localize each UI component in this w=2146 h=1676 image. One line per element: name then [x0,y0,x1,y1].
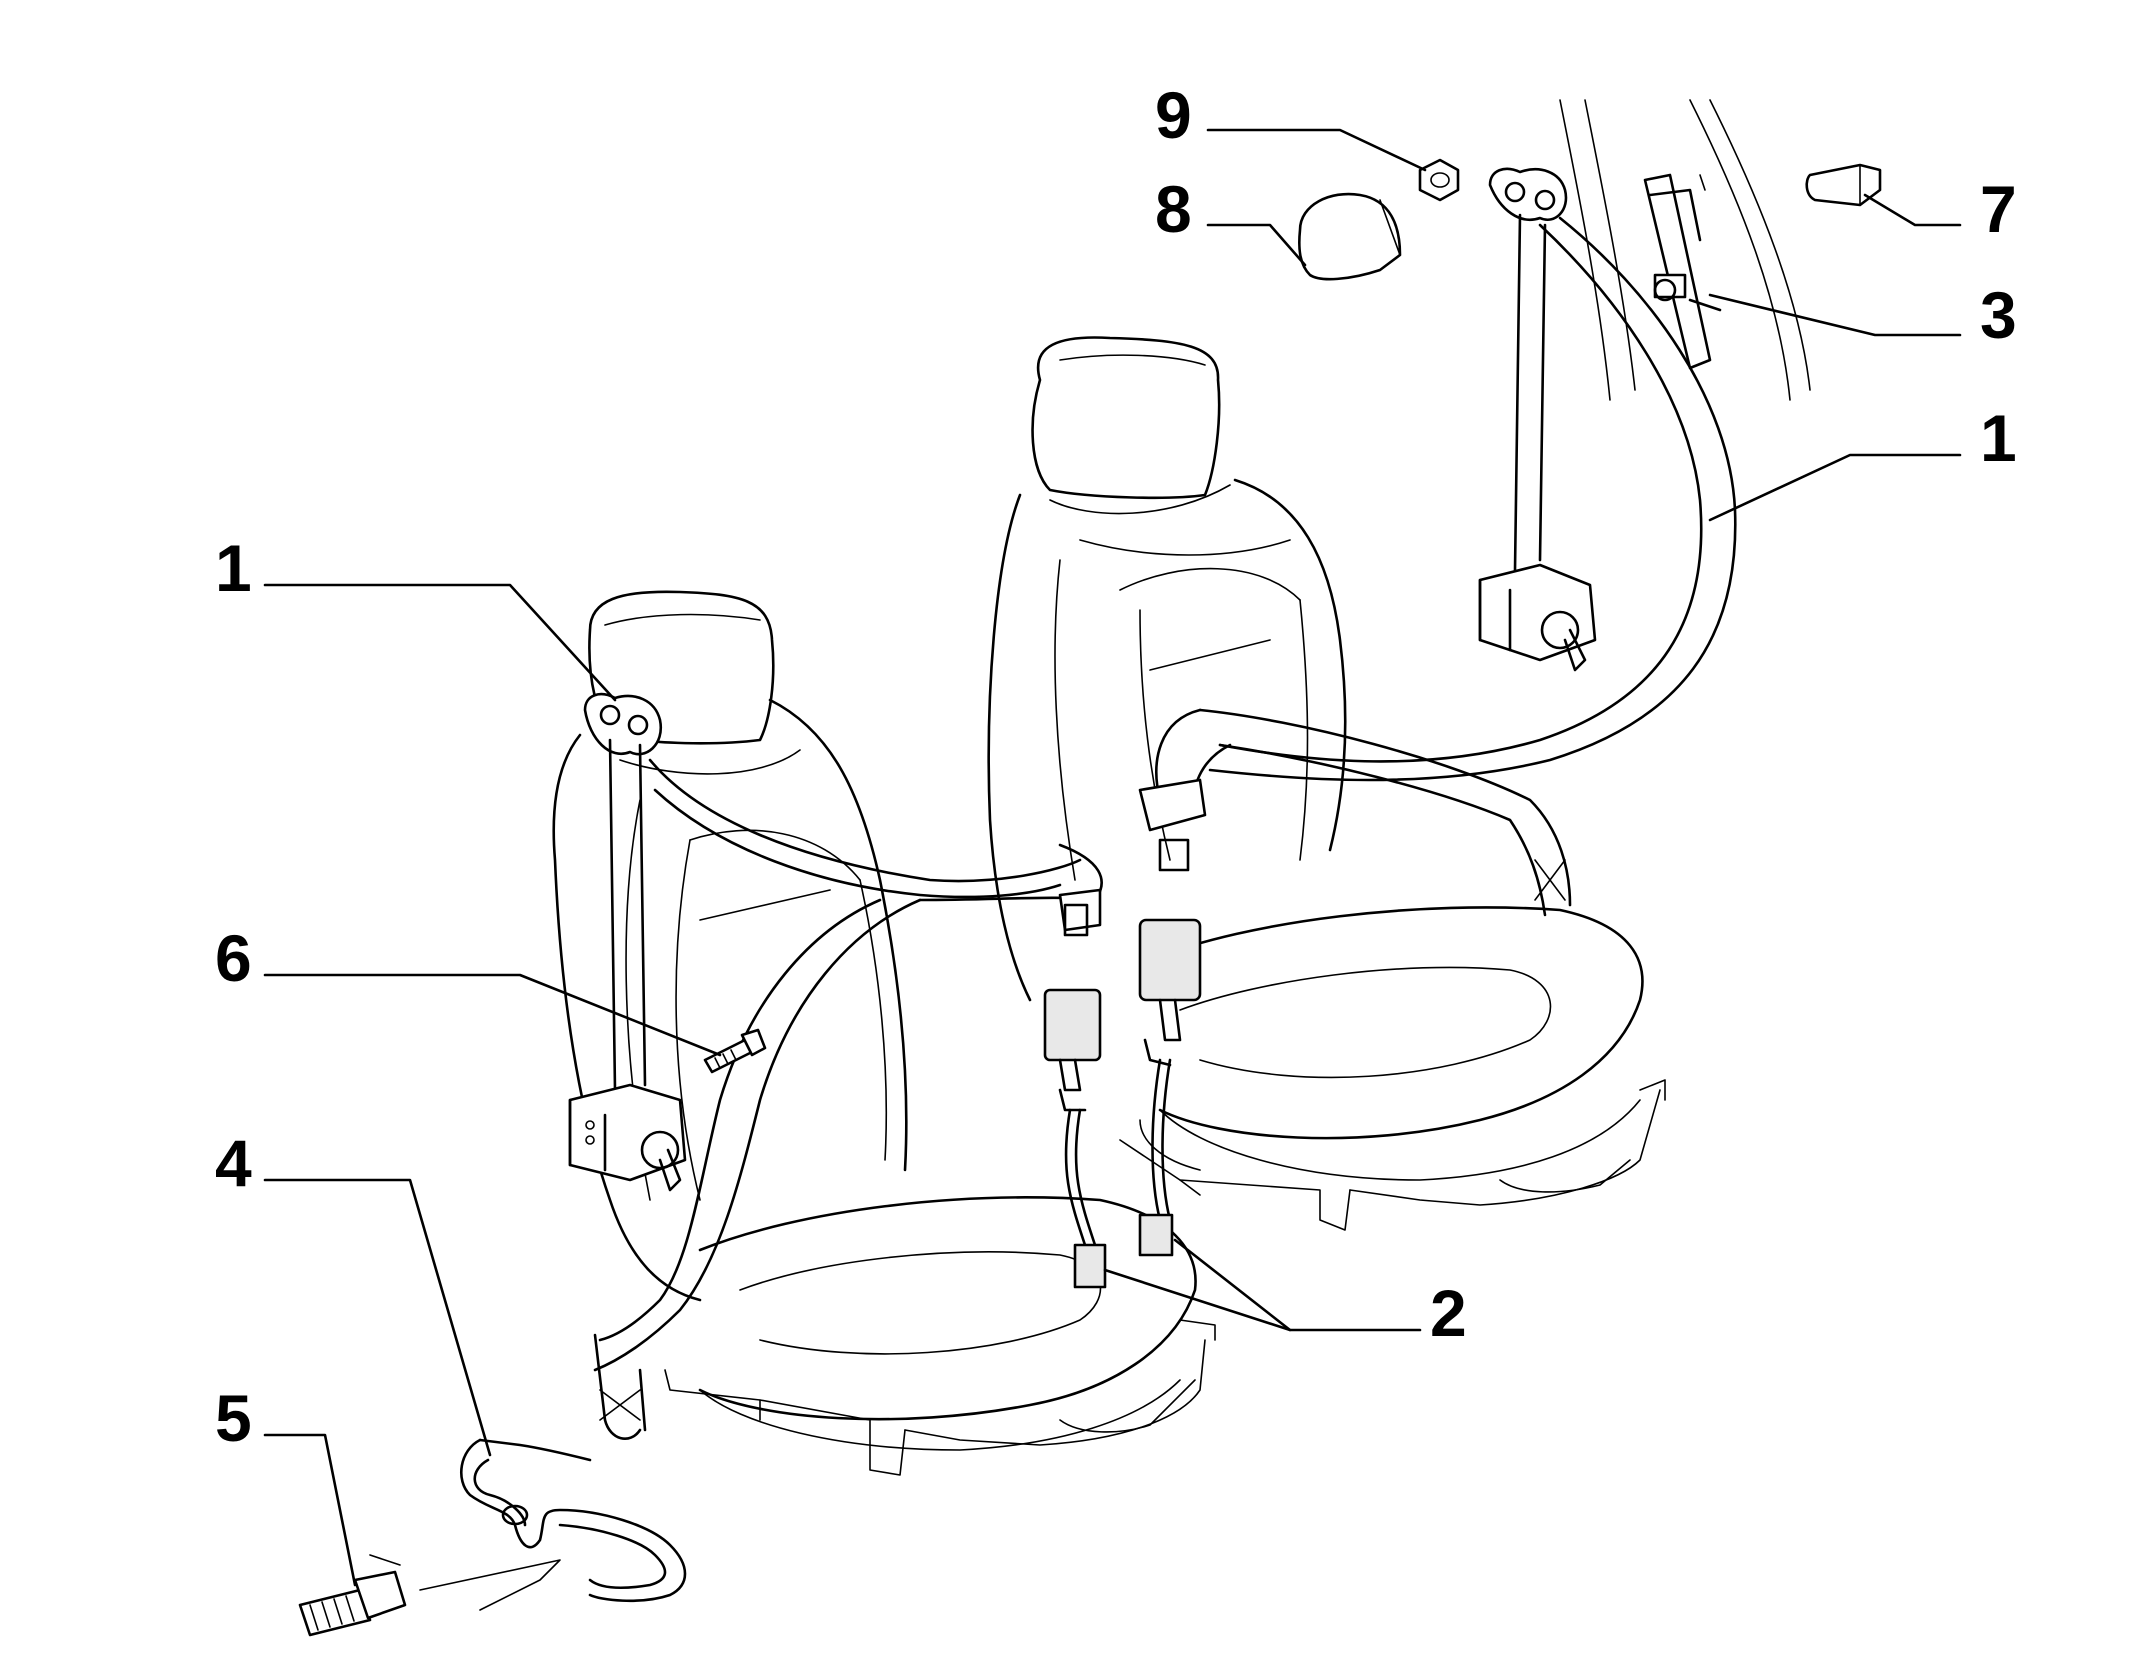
leader-2b [1173,1238,1292,1332]
left-seat [552,590,1216,1476]
leader-9 [1206,128,1427,172]
small-cap-part [1805,163,1882,207]
leader-lines [263,128,1962,1587]
screw-part [298,1570,407,1637]
leader-1-right [1708,453,1962,522]
callout-2: 2 [1430,1276,1467,1350]
cover-cap-part [1298,192,1402,281]
leader-1-left [263,583,617,702]
callout-1-left: 1 [215,531,252,605]
nut-part [1418,158,1460,202]
left-seat-belt [568,693,1107,1440]
callout-5: 5 [215,1381,252,1455]
leader-4 [263,1178,492,1457]
leader-6 [263,973,722,1057]
callout-6: 6 [215,921,252,995]
guide-bar-part [369,1438,687,1611]
leader-3 [1708,293,1962,337]
b-pillar [1559,99,1811,401]
leader-7 [1863,193,1962,227]
right-seat [987,336,1666,1231]
callout-8: 8 [1155,172,1192,246]
callout-3: 3 [1980,278,2017,352]
callout-1-right: 1 [1980,401,2017,475]
bolt-part [703,1028,767,1074]
leader-8 [1206,223,1307,267]
callout-7: 7 [1980,172,2017,246]
height-adjuster-part [1643,173,1722,370]
right-seat-belt [1138,167,1737,1257]
leader-5 [263,1433,357,1587]
leader-2a [1103,1268,1422,1332]
callout-4: 4 [215,1126,252,1200]
callout-9: 9 [1155,78,1192,152]
